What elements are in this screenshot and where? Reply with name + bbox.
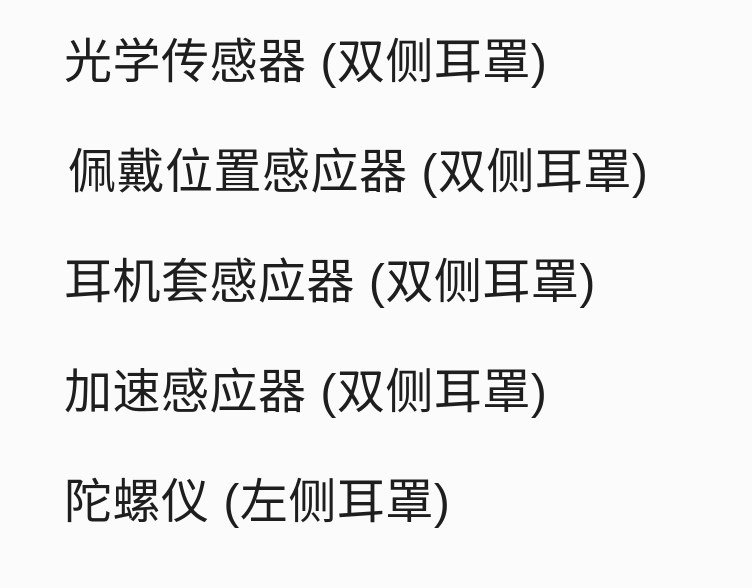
sensor-spec-gyroscope: 陀螺仪 (左侧耳罩): [64, 476, 451, 529]
list-item: 陀螺仪 (左侧耳罩): [0, 448, 752, 558]
sensor-spec-optical: 光学传感器 (双侧耳罩): [64, 36, 548, 89]
sensor-spec-ear-cushion: 耳机套感应器 (双侧耳罩): [64, 256, 596, 309]
sensor-spec-wear-position: 佩戴位置感应器 (双侧耳罩): [68, 146, 649, 199]
list-item: 佩戴位置感应器 (双侧耳罩): [0, 118, 752, 228]
list-item: 光学传感器 (双侧耳罩): [0, 8, 752, 118]
list-item: 耳机套感应器 (双侧耳罩): [0, 228, 752, 338]
list-item: 加速感应器 (双侧耳罩): [0, 338, 752, 448]
sensor-spec-accelerometer: 加速感应器 (双侧耳罩): [64, 366, 548, 419]
